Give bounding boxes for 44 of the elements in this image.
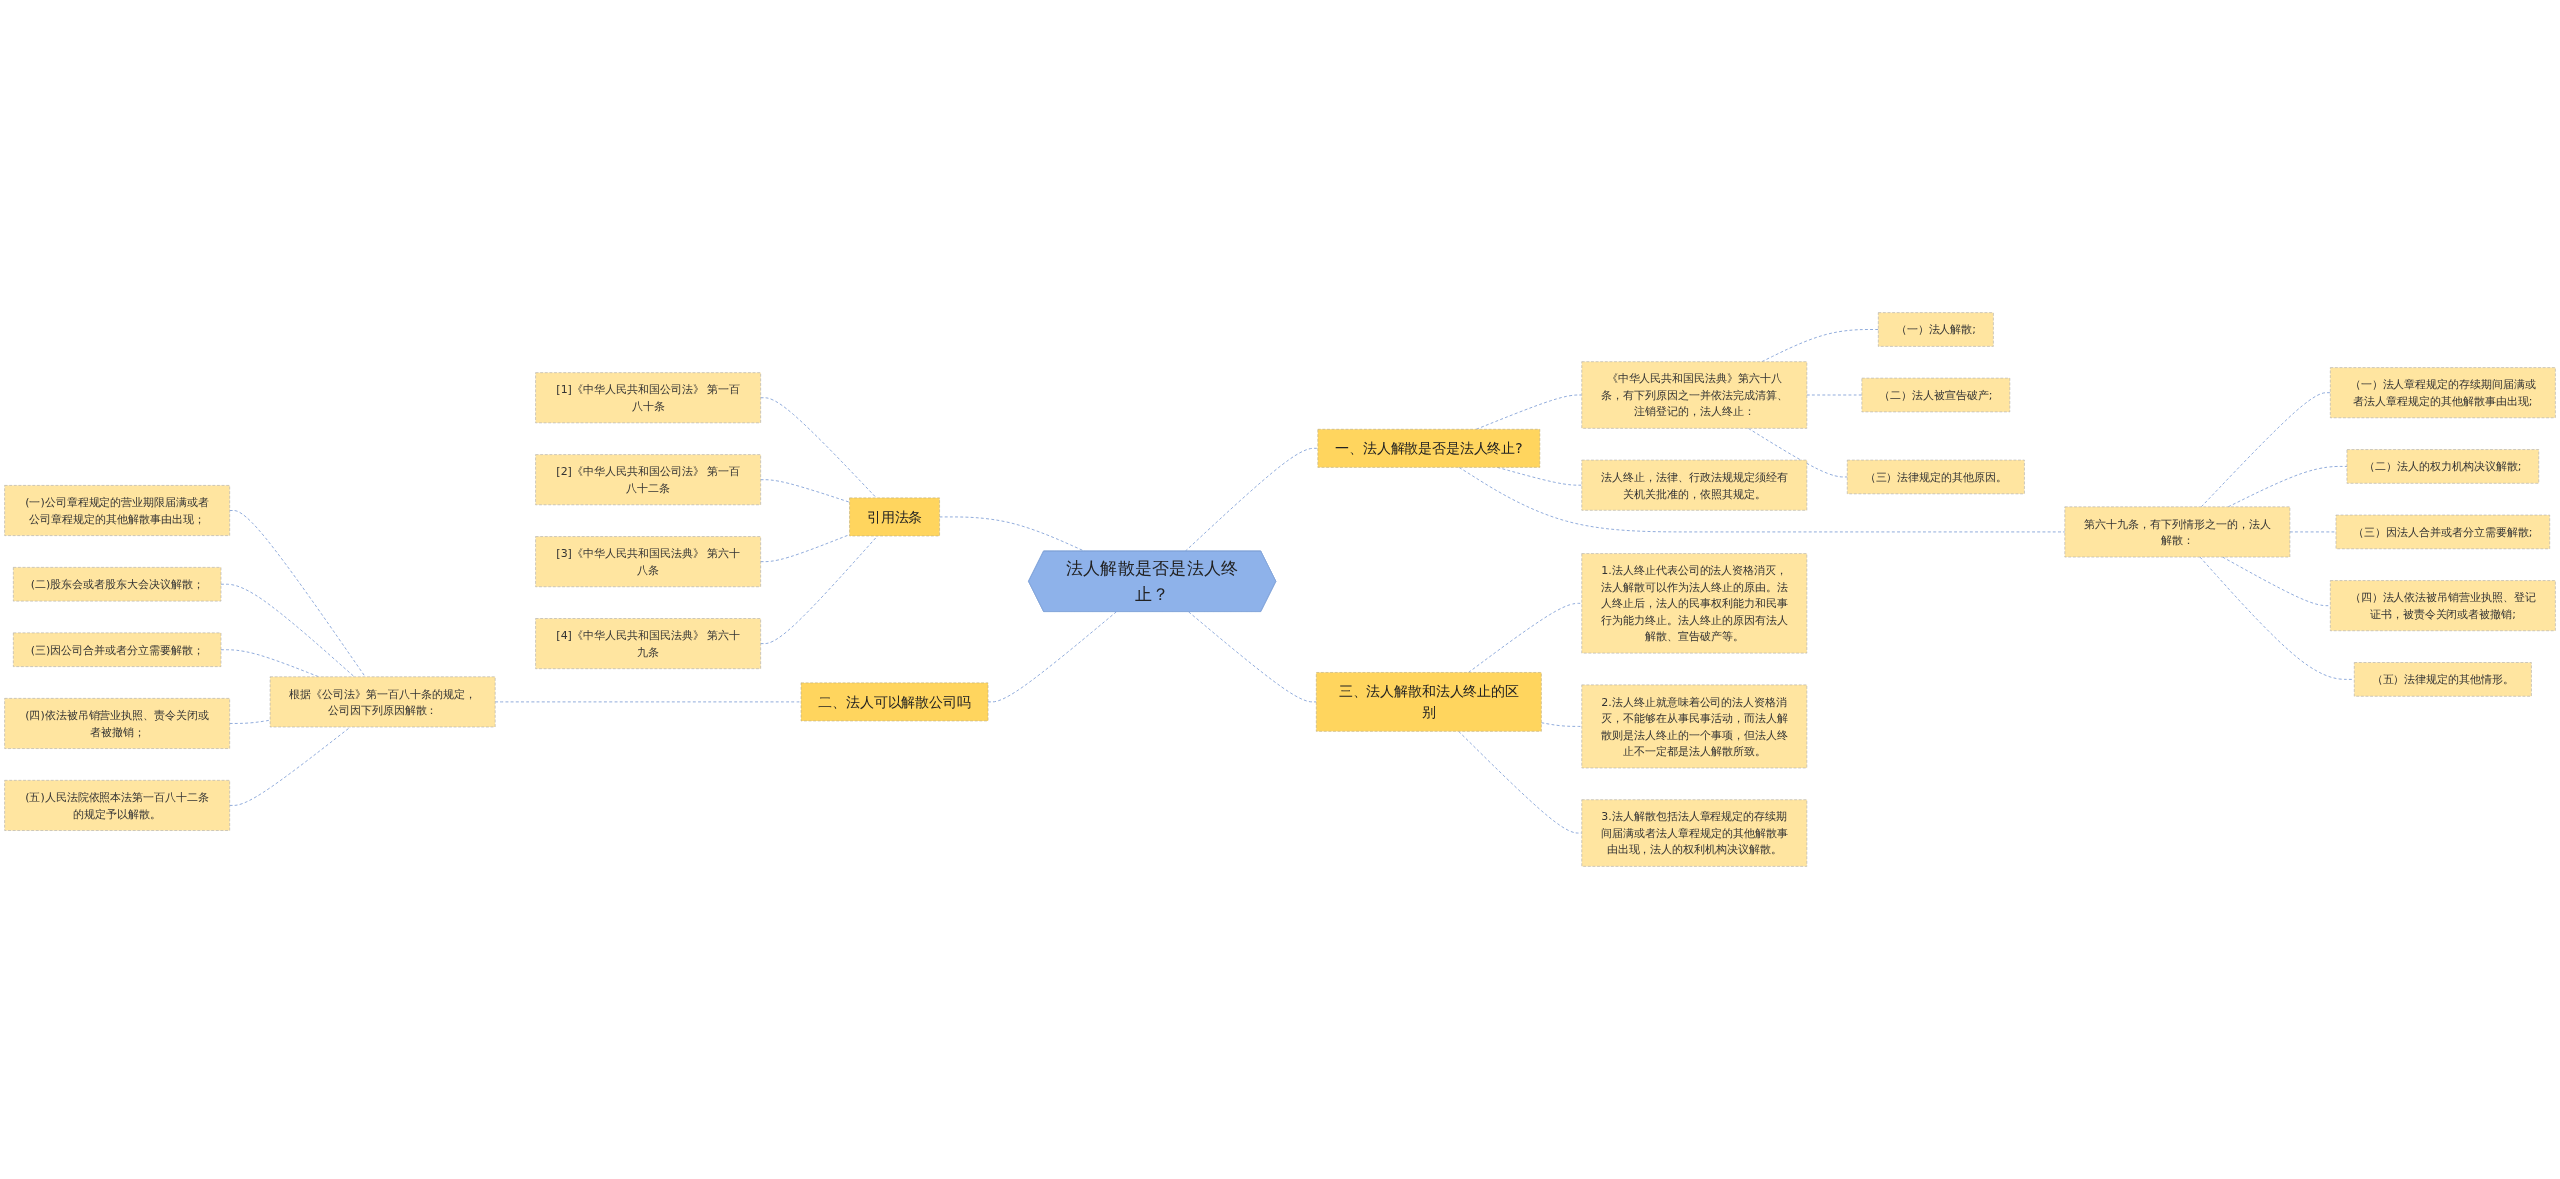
node-box: [3]《中华人民共和国民法典》 第六十八条 [535, 536, 761, 588]
connector [760, 535, 878, 645]
node-box: (三)因公司合并或者分立需要解散； [13, 632, 222, 667]
node-box: 二、法人可以解散公司吗 [800, 682, 989, 722]
connector [760, 397, 877, 499]
node-box: 2.法人终止就意味着公司的法人资格消灭，不能够在从事民事活动，而法人解散则是法人终止的一个事项，但法人终止不一定都是法人解散所致。 [1581, 684, 1808, 769]
node-box: [4]《中华人民共和国民法典》 第六十九条 [535, 618, 761, 669]
node-box: （二）法人被宣告破产; [1861, 377, 2011, 413]
connector [229, 510, 366, 678]
connector [229, 719, 271, 724]
connector [760, 479, 850, 503]
node-box: (五)人民法院依照本法第一百八十二条的规定予以解散。 [4, 780, 230, 831]
node-box: (二)股东会或者股东大会决议解散； [13, 567, 222, 602]
node-box: （五）法律规定的其他情形。 [2353, 662, 2532, 697]
node-box: 法人终止，法律、行政法规规定须经有关机关批准的，依照其规定。 [1581, 459, 1808, 511]
node-box: (一)公司章程规定的营业期限届满或者公司章程规定的其他解散事由出现； [4, 485, 230, 536]
connector [1761, 329, 1879, 363]
connector [1747, 427, 1848, 478]
connector [1475, 394, 1583, 430]
connector [760, 534, 850, 563]
connector [1540, 722, 1583, 727]
node-box: 根据《公司法》第一百八十条的规定，公司因下列原因解散： [269, 676, 496, 728]
connector [220, 583, 355, 678]
node-box: (四)依法被吊销营业执照、责令关闭或者被撤销； [4, 698, 230, 749]
node-box: 一、法人解散是否是法人终止? [1317, 428, 1541, 468]
node-box: 三、法人解散和法人终止的区别 [1316, 672, 1542, 732]
node-box: （一）法人解散; [1878, 312, 1994, 347]
connector [2199, 556, 2355, 680]
node-box: 《中华人民共和国民法典》第六十八条，有下列原因之一并依法完成清算、注销登记的，法人终止： [1581, 361, 1808, 429]
node-box: （一）法人章程规定的存续期间届满或者法人章程规定的其他解散事由出现; [2330, 367, 2556, 419]
node-box: （四）法人依法被吊销营业执照、登记证书，被责令关闭或者被撤销; [2330, 580, 2556, 632]
connector [2200, 392, 2331, 508]
node-box: [1]《中华人民共和国公司法》 第一百八十条 [535, 372, 761, 424]
node-box: [2]《中华人民共和国公司法》 第一百八十二条 [535, 454, 761, 506]
connector [1188, 611, 1317, 703]
node-box: 1.法人终止代表公司的法人资格消灭，法人解散可以作为法人终止的原由。法人终止后，法人的民事权利能力和民事行为能力终止。法人终止的原因有法人解散、宣告破产等。 [1581, 553, 1808, 654]
node-box: 第六十九条，有下列情形之一的，法人解散： [2064, 506, 2291, 558]
connector [2289, 531, 2337, 533]
node-box: （三）法律规定的其他原因。 [1846, 459, 2025, 495]
connector [987, 611, 1117, 703]
node-box: 3.法人解散包括法人章程规定的存续期间届满或者法人章程规定的其他解散事由出现，法人的权利机构决议解散。 [1581, 799, 1808, 867]
node-box: 引用法条 [849, 497, 940, 537]
node-box: （三）因法人合并或者分立需要解散; [2335, 514, 2550, 550]
node-box: （二）法人的权力机构决议解散; [2346, 449, 2540, 484]
